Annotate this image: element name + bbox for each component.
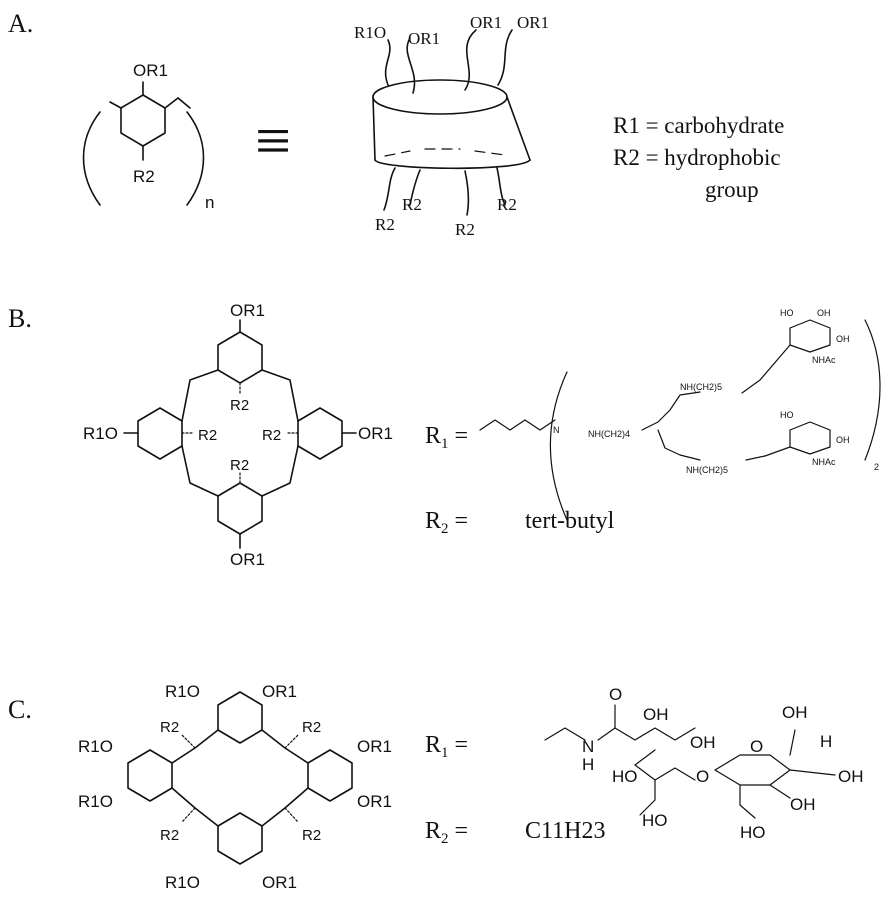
panel-a-r1-definition: R1 = carbohydrate xyxy=(613,113,784,138)
tetramer-or1-top: OR1 xyxy=(230,301,265,320)
cone-r1o-label-1: R1O xyxy=(354,23,386,42)
panel-b: B. OR1 OR1 R1O OR1 R2 R2 R2 R2 xyxy=(8,301,881,569)
resorcinarene-structure: R1O OR1 R1O OR1 R1O OR1 R1O OR1 R2 R2 R2… xyxy=(78,682,392,892)
dendron-oh-upper-2: OH xyxy=(836,334,850,344)
panel-c-r2-eq: R2 = xyxy=(425,818,468,847)
monomer-r2-label: R2 xyxy=(133,167,155,186)
panel-b-r1-dendron: R1 = N NH(CH2)4 NH(CH2)5 NH(CH2)5 HO OH … xyxy=(425,308,881,521)
sugar-oh-3: OH xyxy=(782,703,808,722)
resorcinarene-or1-6: OR1 xyxy=(357,792,392,811)
cone-or1-label-3: OR1 xyxy=(470,13,502,32)
resorcinarene-or1-4: OR1 xyxy=(357,737,392,756)
cone-r2-label-4: R2 xyxy=(497,195,517,214)
panel-c-r1-sugar: R1 = N H O OH OH HO O HO O OH H OH OH xyxy=(425,685,864,842)
dendron-linker-label: NH(CH2)4 xyxy=(588,429,630,439)
calixarene-monomer: OR1 R2 n xyxy=(82,61,214,212)
sugar-oh-5: OH xyxy=(790,795,816,814)
tetramer-r2-left: R2 xyxy=(198,427,217,444)
dendron-chain-upper: NH(CH2)5 xyxy=(680,382,722,392)
panel-b-r1-eq: R1 = xyxy=(425,423,468,452)
resorcinarene-r1o-1: R1O xyxy=(165,682,200,701)
dendron-oh-lower-1: OH xyxy=(836,435,850,445)
dendron-nhac-lower: NHAc xyxy=(812,457,836,467)
tetramer-structure: OR1 OR1 R1O OR1 R2 R2 R2 R2 xyxy=(83,301,393,569)
resorcinarene-r1o-5: R1O xyxy=(78,792,113,811)
repeat-index-n: n xyxy=(205,193,214,212)
dendron-chain-lower: NH(CH2)5 xyxy=(686,465,728,475)
tetramer-r2-top: R2 xyxy=(230,397,249,414)
panel-b-r2-value: tert-butyl xyxy=(525,508,615,534)
dendron-ho-lower-1: HO xyxy=(780,410,794,420)
panel-c: C. R1O OR1 R1O OR1 R1O OR1 R1O OR1 R2 R2… xyxy=(8,682,864,892)
cone-r2-label-3: R2 xyxy=(455,220,475,239)
panel-a-r2-definition-cont: group xyxy=(705,177,759,202)
sugar-oh-1: OH xyxy=(643,705,669,724)
resorcinarene-r2-2: R2 xyxy=(302,719,321,736)
sugar-ho-2: HO xyxy=(642,811,668,830)
dendron-outer-subscript: 2 xyxy=(874,462,879,472)
panel-a: A. OR1 R2 n ≡ xyxy=(8,9,784,239)
resorcinarene-or1-8: OR1 xyxy=(262,873,297,892)
panel-c-label: C. xyxy=(8,695,32,724)
sugar-ho-3: HO xyxy=(740,823,766,842)
resorcinarene-r2-4: R2 xyxy=(302,827,321,844)
sugar-ring-o-2: O xyxy=(750,737,763,756)
resorcinarene-or1-2: OR1 xyxy=(262,682,297,701)
sugar-oh-4: OH xyxy=(838,767,864,786)
sugar-carbonyl-o: O xyxy=(609,685,622,704)
dendron-n-label: N xyxy=(553,425,560,435)
cone-or1-label-4: OR1 xyxy=(517,13,549,32)
cone-r2-label-2: R2 xyxy=(402,195,422,214)
sugar-oh-2: OH xyxy=(690,733,716,752)
tetramer-r1o-left: R1O xyxy=(83,424,118,443)
dendron-nhac-upper: NHAc xyxy=(812,355,836,365)
monomer-or1-label: OR1 xyxy=(133,61,168,80)
panel-a-r2-definition: R2 = hydrophobic xyxy=(613,145,781,170)
panel-b-r2-eq: R2 = xyxy=(425,508,468,537)
resorcinarene-r2-1: R2 xyxy=(160,719,179,736)
resorcinarene-r2-3: R2 xyxy=(160,827,179,844)
tetramer-or1-bottom: OR1 xyxy=(230,550,265,569)
resorcinarene-r1o-7: R1O xyxy=(165,873,200,892)
dendron-oh-upper-1: OH xyxy=(817,308,831,318)
cone-cartoon: R1O OR1 OR1 OR1 R2 R2 R2 R2 xyxy=(354,13,549,239)
panel-a-label: A. xyxy=(8,9,33,38)
sugar-h-label: H xyxy=(582,755,594,774)
resorcinarene-r1o-3: R1O xyxy=(78,737,113,756)
sugar-ho-1: HO xyxy=(612,767,638,786)
equivalence-symbol: ≡ xyxy=(255,105,291,176)
panel-b-label: B. xyxy=(8,304,32,333)
tetramer-r2-right: R2 xyxy=(262,427,281,444)
tetramer-r2-bottom: R2 xyxy=(230,457,249,474)
sugar-ring-o-1: O xyxy=(696,767,709,786)
panel-c-r2-value: C11H23 xyxy=(525,818,605,844)
sugar-n-label: N xyxy=(582,737,594,756)
dendron-ho-upper-1: HO xyxy=(780,308,794,318)
cone-r2-label-1: R2 xyxy=(375,215,395,234)
tetramer-or1-right: OR1 xyxy=(358,424,393,443)
cone-or1-label-2: OR1 xyxy=(408,29,440,48)
sugar-h-2: H xyxy=(820,732,832,751)
panel-c-r1-eq: R1 = xyxy=(425,732,468,761)
